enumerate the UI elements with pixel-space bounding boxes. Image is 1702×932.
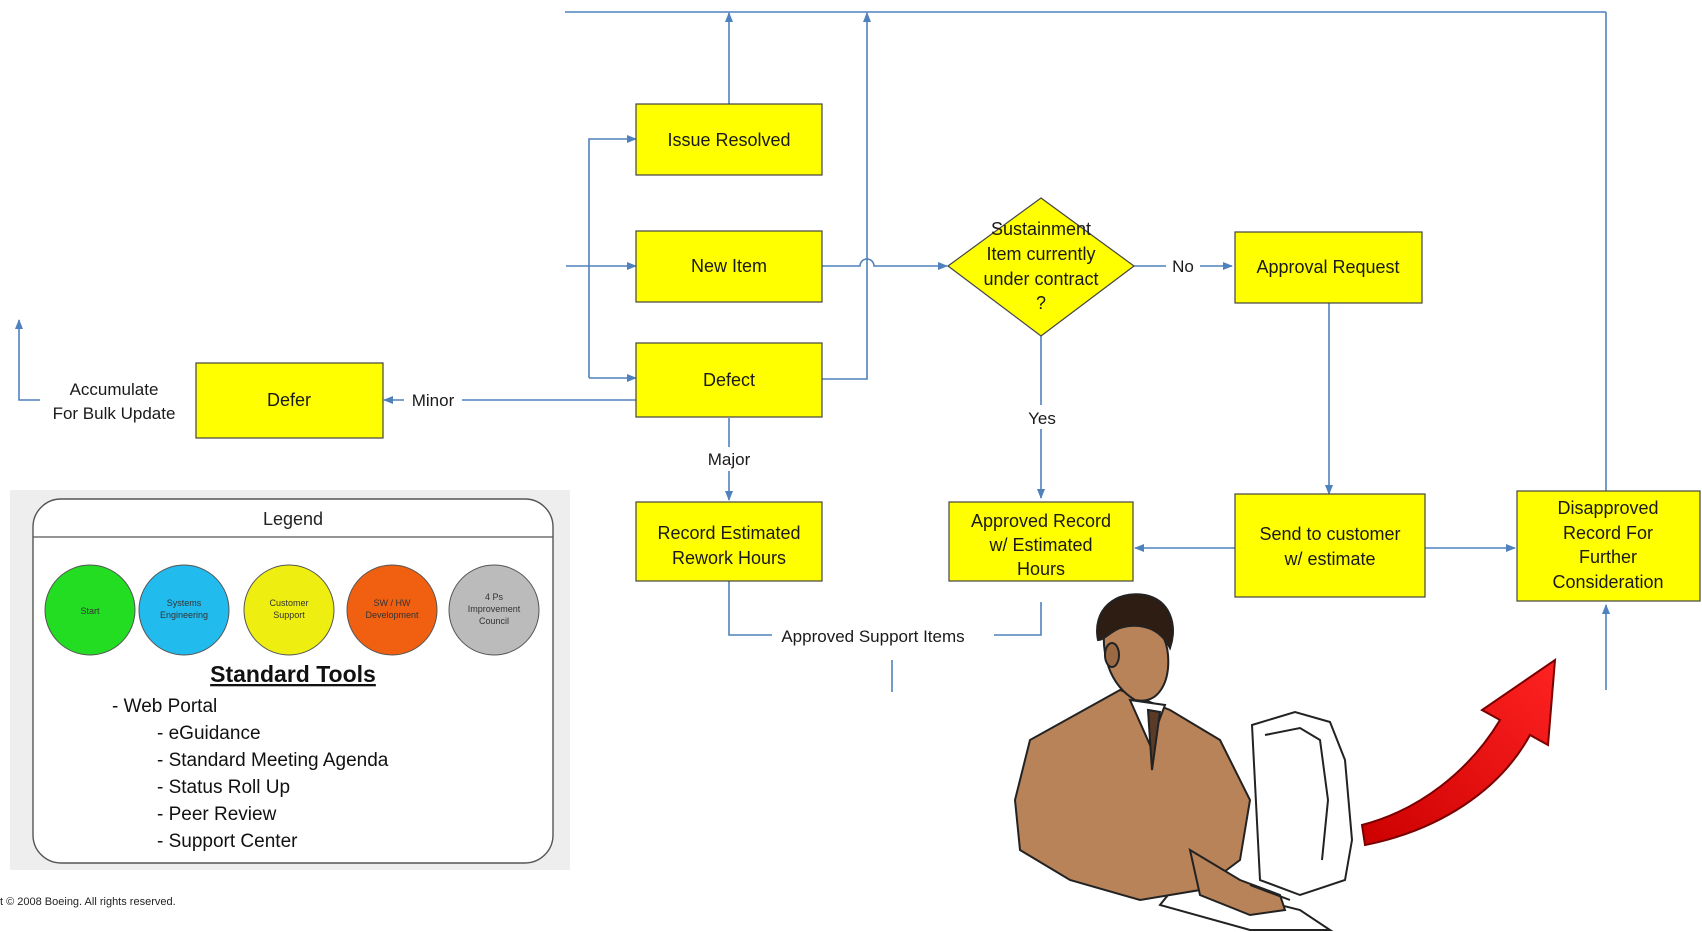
legend-4ps-circle — [448, 564, 540, 656]
tool-item: - Peer Review — [157, 804, 277, 825]
legend-systems-circle — [138, 564, 230, 656]
send-to-customer-label-2: w/ estimate — [1283, 549, 1375, 569]
legend-swhw-label-2: Development — [365, 610, 419, 620]
connector-new-to-decision — [822, 258, 948, 270]
new-item-box — [635, 230, 823, 303]
decision-label-4: ? — [1036, 293, 1046, 313]
legend-4ps-label-3: Council — [479, 616, 509, 626]
approved-record-box — [948, 501, 1134, 582]
tool-item: - Standard Meeting Agenda — [157, 750, 389, 771]
record-estimated-label-2: Rework Hours — [672, 548, 786, 568]
connector-accumulate — [15, 319, 45, 401]
approval-request-label: Approval Request — [1256, 257, 1399, 277]
legend-customer-circle — [243, 564, 335, 656]
legend-title: Legend — [263, 509, 323, 529]
defer-label: Defer — [267, 390, 311, 410]
legend-systems-label-1: Systems — [167, 598, 202, 608]
legend-swhw-circle — [346, 564, 438, 656]
approval-request-box — [1234, 231, 1423, 304]
decision-label-2: Item currently — [986, 244, 1095, 264]
new-item-label: New Item — [691, 256, 767, 276]
legend-swhw-label-1: SW / HW — [374, 598, 411, 608]
tool-item: - Support Center — [157, 831, 298, 852]
connector-to-issue — [588, 135, 637, 378]
send-to-customer-box — [1234, 493, 1426, 598]
tool-item: - Web Portal — [112, 696, 217, 717]
copyright-notice: t © 2008 Boeing. All rights reserved. — [0, 896, 176, 908]
approved-record-label-3: Hours — [1017, 559, 1065, 579]
decision-diamond — [946, 197, 1136, 337]
edge-label-yes: Yes — [1028, 409, 1056, 428]
standard-tools-heading: Standard Tools — [210, 661, 376, 687]
defect-box — [635, 342, 823, 418]
issue-resolved-box — [635, 103, 823, 176]
edge-label-minor: Minor — [412, 391, 455, 410]
edge-label-major: Major — [708, 450, 751, 469]
issue-resolved-label: Issue Resolved — [667, 130, 790, 150]
decision-label-3: under contract — [983, 269, 1098, 289]
process-boxes — [195, 103, 1701, 602]
legend-start-label: Start — [80, 606, 100, 616]
record-estimated-box — [635, 501, 823, 582]
legend-4ps-label-2: Improvement — [468, 604, 521, 614]
approved-record-label-2: w/ Estimated — [988, 535, 1092, 555]
legend: Legend Start Systems Engineering Custome… — [10, 490, 570, 870]
connector-defect-up — [822, 12, 871, 380]
defect-label: Defect — [703, 370, 755, 390]
edge-label-accumulate-2: For Bulk Update — [53, 404, 176, 423]
disapproved-record-box — [1516, 490, 1701, 602]
disapproved-label-4: Consideration — [1552, 572, 1663, 592]
red-curved-arrow-icon — [1360, 657, 1557, 847]
defer-box — [195, 362, 384, 439]
disapproved-label-1: Disapproved — [1557, 498, 1658, 518]
tool-item: - Status Roll Up — [157, 777, 290, 798]
legend-customer-label-1: Customer — [269, 598, 308, 608]
legend-4ps-label-1: 4 Ps — [485, 592, 504, 602]
disapproved-label-2: Record For — [1563, 523, 1653, 543]
edge-label-no: No — [1172, 257, 1194, 276]
legend-start-circle — [44, 564, 136, 656]
edge-label-approved-support: Approved Support Items — [781, 627, 964, 646]
send-to-customer-label-1: Send to customer — [1259, 524, 1400, 544]
disapproved-label-3: Further — [1579, 547, 1637, 567]
person-at-computer-icon — [1013, 593, 1354, 931]
approved-record-label-1: Approved Record — [971, 511, 1111, 531]
legend-customer-label-2: Support — [273, 610, 305, 620]
edge-label-accumulate-1: Accumulate — [70, 380, 159, 399]
record-estimated-label-1: Record Estimated — [657, 523, 800, 543]
decision-label-1: Sustainment — [991, 219, 1091, 239]
tool-item: - eGuidance — [157, 723, 261, 744]
legend-systems-label-2: Engineering — [160, 610, 208, 620]
